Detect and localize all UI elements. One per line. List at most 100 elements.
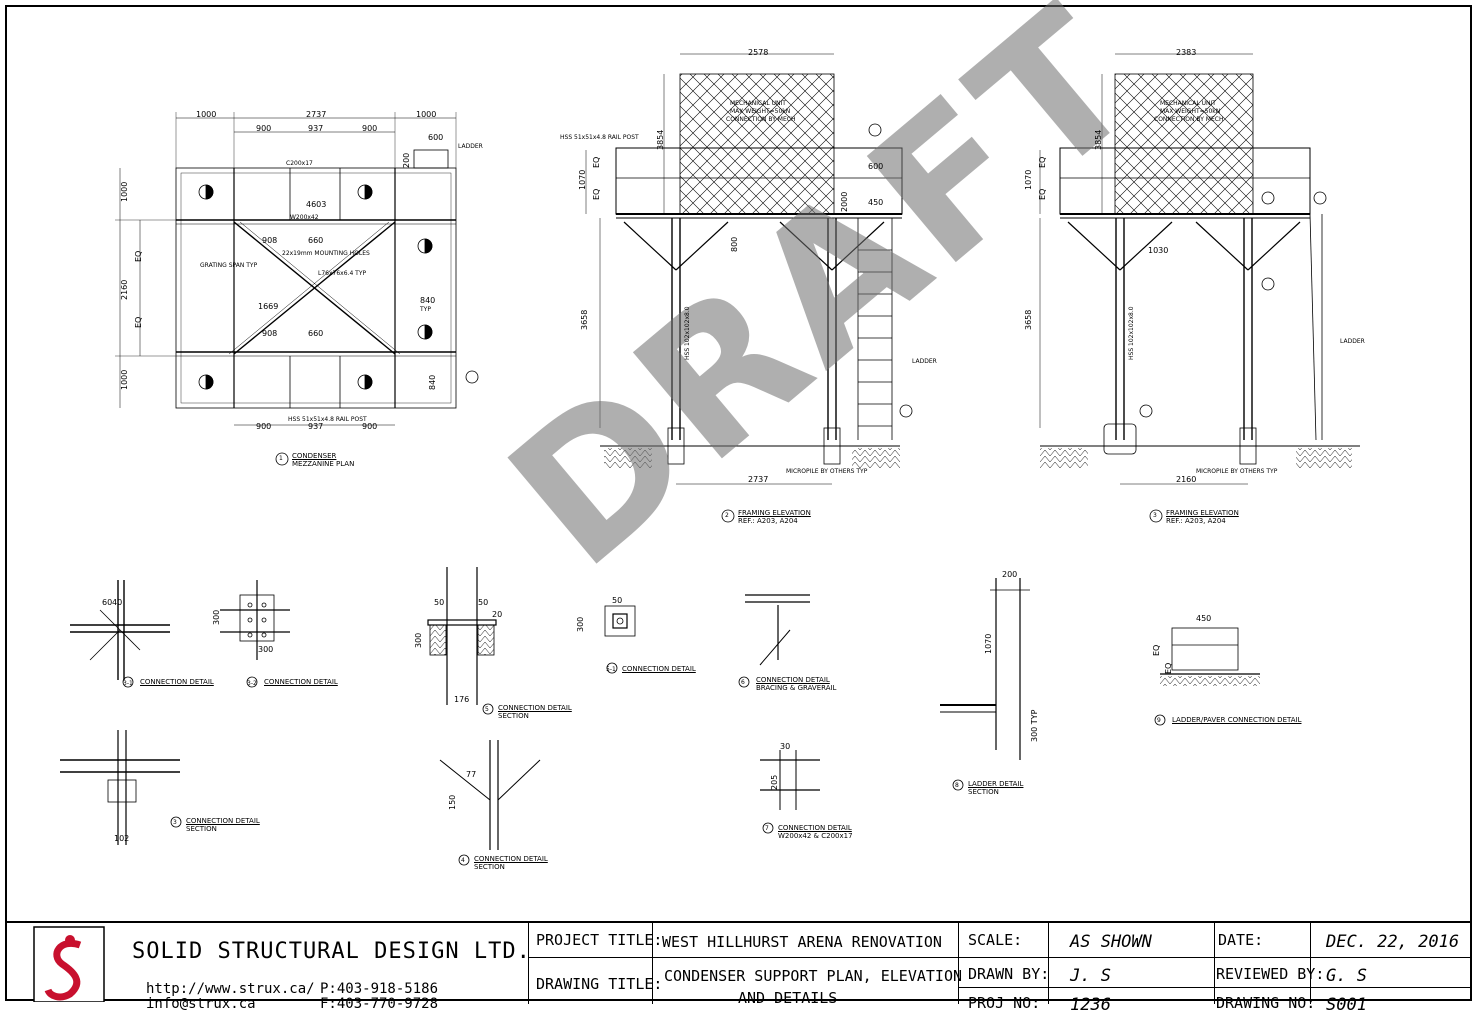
dim-text: 1070: [984, 633, 993, 654]
detail-number: 5-1: [606, 666, 616, 673]
dim-text: 1000: [120, 369, 129, 390]
dim-text: 2160: [120, 279, 129, 300]
detail-title: CONNECTION DETAIL: [498, 704, 572, 712]
drawing-no-label: DRAWING NO:: [1216, 994, 1316, 1012]
dim-text: 300: [576, 616, 585, 632]
plan-caption: CONDENSER MEZZANINE PLAN: [292, 452, 354, 468]
detail-title: CONNECTION DETAIL: [264, 678, 338, 686]
note-label: MECHANICAL UNIT: [1160, 100, 1216, 107]
dim-text: 2000: [840, 191, 849, 212]
detail-number: 9: [1157, 717, 1161, 724]
member-label: HSS 51x51x4.8 RAIL POST: [560, 134, 639, 141]
detail-title: CONNECTION DETAIL: [778, 824, 852, 832]
caption-title: CONDENSER: [292, 452, 337, 460]
dim-text: 50: [478, 598, 489, 607]
note-label: GRATING SPAN TYP: [200, 262, 258, 269]
note-label: L76x76x6.4 TYP: [318, 270, 367, 277]
company-fax: F:403-770-9728: [320, 996, 439, 1012]
detail-sub: BRACING & GRAVERAIL: [756, 684, 837, 692]
dim-text: 50: [434, 598, 445, 607]
title-block: SOLID STRUCTURAL DESIGN LTD. http://www.…: [6, 921, 1471, 1015]
framing-elevation-right: [1039, 53, 1360, 523]
dim-text: 600: [868, 162, 884, 171]
drawn-by-label: DRAWN BY:: [968, 965, 1050, 983]
elevation-left-caption: FRAMING ELEVATION REF.: A203, A204: [738, 509, 811, 525]
dim-text: 937: [308, 422, 324, 431]
detail-caption: LADDER/PAVER CONNECTION DETAIL: [1172, 716, 1301, 724]
dim-text: 300: [258, 645, 274, 654]
detail-title: CONNECTION DETAIL: [474, 855, 548, 863]
dim-text: 840: [420, 296, 436, 305]
reviewed-by-value: G. S: [1326, 966, 1367, 986]
detail-sub: SECTION: [474, 863, 505, 871]
dim-text: 40: [112, 598, 123, 607]
dim-text: EQ: [592, 188, 601, 200]
detail-number: 3-2: [247, 680, 257, 687]
caption-sub: MEZZANINE PLAN: [292, 460, 355, 468]
caption-number: 1: [279, 455, 283, 462]
dim-text: 1070: [578, 169, 587, 190]
detail-title: LADDER DETAIL: [968, 780, 1024, 788]
dim-text: 2737: [306, 110, 327, 119]
dim-text: 900: [256, 124, 272, 133]
drawing-title-line2: AND DETAILS: [738, 989, 838, 1007]
dim-text: 2578: [748, 48, 769, 57]
dim-text: 3658: [1024, 309, 1033, 330]
note-label: LADDER: [1340, 338, 1365, 345]
dim-text: 2737: [748, 475, 769, 484]
dim-text: 450: [868, 198, 884, 207]
dim-text: 840: [428, 374, 437, 390]
proj-no-value: 1236: [1070, 995, 1111, 1015]
note-label: LADDER: [912, 358, 937, 365]
detail-title: CONNECTION DETAIL: [140, 678, 214, 686]
dim-text: 102: [114, 834, 130, 843]
dim-text: EQ: [134, 316, 143, 328]
dim-text: 3854: [1094, 129, 1103, 150]
detail-sub: SECTION: [498, 712, 529, 720]
dim-text: 4603: [306, 200, 327, 209]
dim-text: 660: [308, 236, 324, 245]
dim-text: 2383: [1176, 48, 1197, 57]
dim-text: 150: [448, 794, 457, 810]
note-label: CONNECTION BY MECH: [726, 116, 796, 123]
dim-text: 1669: [258, 302, 279, 311]
note-label: MICROPILE BY OTHERS TYP: [786, 468, 868, 475]
scale-label: SCALE:: [968, 931, 1023, 949]
dim-text: 176: [454, 695, 470, 704]
member-label: C200x17: [286, 160, 313, 167]
dim-text: EQ: [1164, 662, 1173, 674]
detail-sub: SECTION: [968, 788, 999, 796]
caption-number: 2: [725, 512, 729, 519]
detail-number: 7: [765, 825, 769, 832]
detail-caption: CONNECTION DETAIL: [264, 678, 338, 686]
dim-text: EQ: [1038, 156, 1047, 168]
detail-sub: W200x42 & C200x17: [778, 832, 853, 840]
detail-title: CONNECTION DETAIL: [622, 665, 696, 673]
detail-sketches: [60, 567, 1260, 866]
dim-text: 900: [256, 422, 272, 431]
dim-text: 2160: [1176, 475, 1197, 484]
detail-caption: CONNECTION DETAIL: [622, 665, 696, 673]
dim-text: 60: [102, 598, 113, 607]
note-label: 22x19mm MOUNTING HOLES: [282, 250, 370, 257]
detail-number: 4: [461, 857, 465, 864]
company-phone: P:403-918-5186: [320, 981, 439, 997]
dim-text: EQ: [592, 156, 601, 168]
drawing-title-line1: CONDENSER SUPPORT PLAN, ELEVATION: [664, 967, 963, 985]
dim-text: 908: [262, 329, 278, 338]
dim-text: 1030: [1148, 246, 1169, 255]
scale-value: AS SHOWN: [1070, 932, 1152, 952]
dim-text: 1000: [120, 181, 129, 202]
dim-text: EQ: [1152, 644, 1161, 656]
dim-text: 450: [1196, 614, 1212, 623]
detail-caption: CONNECTION DETAIL: [140, 678, 214, 686]
dim-text: 600: [428, 133, 444, 142]
project-title: WEST HILLHURST ARENA RENOVATION: [662, 933, 942, 951]
caption-title: FRAMING ELEVATION: [738, 509, 811, 517]
dim-text: 30: [780, 742, 791, 751]
dim-text: 20: [492, 610, 503, 619]
